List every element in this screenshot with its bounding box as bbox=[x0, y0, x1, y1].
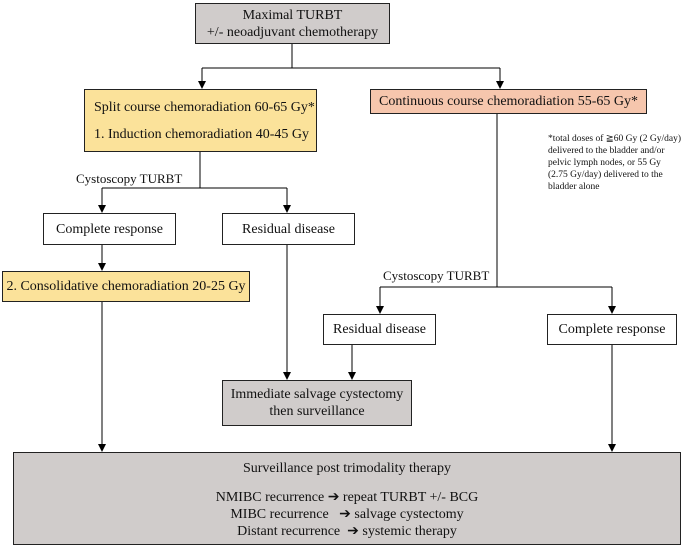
cystoscopy-label-left: Cystoscopy TURBT bbox=[76, 171, 183, 186]
surveillance-box: Surveillance post trimodality therapy NM… bbox=[13, 452, 681, 545]
residual-disease-right: Residual disease bbox=[323, 314, 436, 345]
salvage-line2: then surveillance bbox=[269, 404, 365, 419]
salvage-line1: Immediate salvage cystectomy bbox=[230, 387, 404, 402]
top-box-line2: +/- neoadjuvant chemotherapy bbox=[206, 24, 379, 40]
split-course-title: Split course chemoradiation 60-65 Gy* bbox=[94, 99, 315, 115]
consolidative-label: 2. Consolidative chemoradiation 20-25 Gy bbox=[6, 279, 246, 294]
complete-response-left-label: Complete response bbox=[56, 221, 163, 237]
nmibc-recurrence-line: NMIBC recurrence ➔ repeat TURBT +/- BCG bbox=[215, 490, 479, 505]
consolidative-box: 2. Consolidative chemoradiation 20-25 Gy bbox=[2, 271, 250, 302]
residual-disease-right-label: Residual disease bbox=[333, 322, 426, 337]
continuous-course-box: Continuous course chemoradiation 55-65 G… bbox=[370, 89, 647, 114]
footnote: *total doses of ≧60 Gy (2 Gy/day) delive… bbox=[548, 134, 682, 192]
complete-response-right: Complete response bbox=[547, 314, 677, 345]
surveillance-title: Surveillance post trimodality therapy bbox=[242, 461, 451, 476]
residual-disease-left-label: Residual disease bbox=[242, 221, 335, 237]
top-box-line1: Maximal TURBT bbox=[242, 7, 343, 23]
residual-disease-left: Residual disease bbox=[222, 213, 355, 245]
split-course-box: Split course chemoradiation 60-65 Gy* 1.… bbox=[84, 89, 317, 152]
salvage-cystectomy-box: Immediate salvage cystectomy then survei… bbox=[222, 380, 412, 426]
distant-recurrence-line: Distant recurrence ➔ systemic therapy bbox=[237, 524, 457, 539]
top-box: Maximal TURBT +/- neoadjuvant chemothera… bbox=[195, 3, 390, 44]
complete-response-right-label: Complete response bbox=[558, 322, 666, 337]
complete-response-left: Complete response bbox=[43, 213, 176, 245]
mibc-recurrence-line: MIBC recurrence ➔ salvage cystectomy bbox=[230, 507, 464, 522]
continuous-course-title: Continuous course chemoradiation 55-65 G… bbox=[379, 94, 638, 109]
cystoscopy-label-right: Cystoscopy TURBT bbox=[383, 268, 490, 283]
induction-step: 1. Induction chemoradiation 40-45 Gy bbox=[94, 126, 310, 142]
